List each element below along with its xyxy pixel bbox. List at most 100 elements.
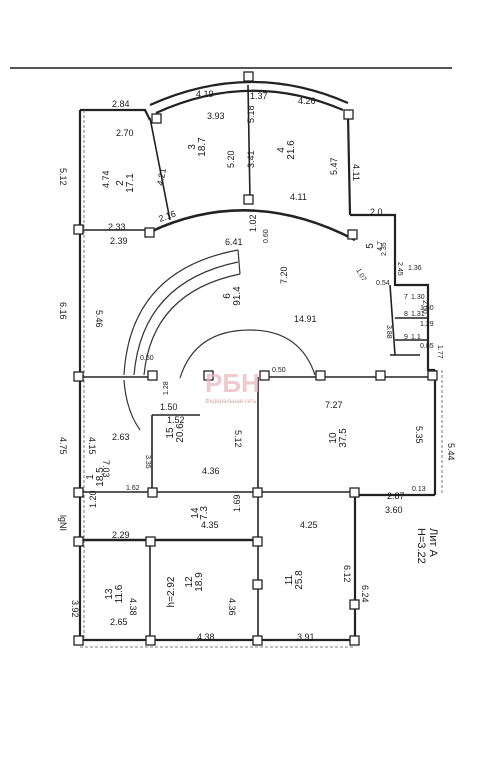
dim-label: 5.47: [329, 157, 339, 175]
room-9-area: 1.1: [411, 334, 421, 341]
dim-label: 4.74: [101, 170, 111, 188]
ceiling-height-label: h=2.92: [166, 576, 177, 607]
columns: [73, 71, 438, 646]
room-14-area: 7.3: [199, 506, 210, 520]
dim-label: 1.77: [436, 345, 443, 359]
dim-label: 6.41: [225, 237, 243, 247]
room-8-number: 8: [404, 311, 408, 318]
dim-label: 1.50: [160, 402, 178, 412]
watermark-subtext: Федеральная сеть: [205, 399, 256, 405]
litera-title: Лит А: [427, 528, 439, 557]
interior-walls: [80, 84, 430, 640]
room-6-area: 91.4: [232, 286, 243, 306]
dim-label: 4.75: [58, 437, 68, 455]
room-4-number: 4: [276, 147, 287, 153]
room-12-number: 12: [184, 576, 195, 588]
dim-label: 0.54: [376, 280, 390, 287]
dim-label: 4.38: [197, 632, 215, 642]
room-2-number: 2: [115, 180, 126, 186]
dim-label: 14.91: [294, 314, 317, 324]
dim-label: 0.60: [263, 229, 270, 243]
dim-label: 4.11: [351, 164, 361, 181]
room-9-number: 9: [404, 334, 408, 341]
dim-label: 5.46: [94, 310, 104, 328]
room-3-number: 3: [187, 144, 198, 150]
dim-label: 2.63: [112, 432, 130, 442]
dim-label: 4.36: [227, 598, 237, 616]
dim-label: 5.12: [58, 168, 68, 186]
dim-label: 5.12: [233, 430, 243, 448]
room-6-number: 6: [222, 293, 233, 299]
dim-label: 0.13: [412, 486, 426, 493]
watermark-logo: РБН Федеральная сеть: [205, 368, 260, 405]
dim-label: 5.18: [246, 105, 256, 123]
room-1-number: 1: [85, 474, 96, 480]
room-5-area: 4.7: [377, 241, 384, 251]
dim-label: 2.35: [381, 242, 388, 256]
dim-label: 2.45: [396, 262, 403, 276]
dim-label: 4.26: [298, 96, 316, 106]
dim-label: 2.29: [112, 530, 130, 540]
dim-label: 2.87: [387, 491, 405, 501]
dim-label: 4.25: [300, 520, 318, 530]
dim-label: 1.62: [126, 485, 140, 492]
dim-label: 7.20: [279, 266, 289, 284]
dim-label: 1.02: [248, 214, 258, 232]
room-13-number: 13: [104, 588, 115, 600]
dim-label: 1.36: [408, 265, 422, 272]
dim-label: 1.28: [163, 381, 170, 395]
room-15-area: 20.6: [175, 423, 186, 443]
dim-label: 1.30: [420, 305, 434, 312]
dim-label: 3.93: [207, 111, 225, 121]
dim-label: 1.20: [88, 490, 98, 508]
room-7-area: 1.30: [411, 294, 425, 301]
room-10-area: 37.5: [338, 428, 349, 448]
room-15-number: 15: [165, 427, 176, 439]
room-2-area: 17.1: [125, 173, 136, 193]
room-3-area: 18.7: [197, 137, 208, 157]
dim-label: 4.35: [201, 520, 219, 530]
window-bands: [80, 110, 443, 648]
side-mark: lgNI: [58, 515, 68, 531]
dim-label: 4.15: [87, 437, 97, 455]
room-5-number: 5: [365, 243, 376, 249]
dim-label: 1.69: [232, 494, 242, 512]
dim-label: 6.12: [342, 565, 352, 583]
dim-label: 3.35: [144, 455, 151, 469]
room-10-number: 10: [328, 432, 339, 444]
dim-label: 4.36: [202, 466, 220, 476]
room-14-number: 14: [190, 507, 201, 519]
room-12-area: 18.9: [194, 572, 205, 592]
watermark-text: РБН: [205, 368, 260, 398]
dim-label: 3.60: [385, 505, 403, 515]
room-7-number: 7: [404, 294, 408, 301]
dim-label: 5.20: [226, 150, 236, 168]
room-8-area: 1.31: [411, 311, 425, 318]
dim-label: 3.92: [70, 600, 80, 618]
dimension-labels: 2.84 4.19 1.37 4.26 2.70 3.93 5.18 3.41 …: [58, 89, 456, 642]
dim-label: 7.03: [101, 460, 111, 478]
room-11-area: 25.8: [294, 570, 305, 590]
dim-label: 0.50: [140, 355, 154, 362]
room-13-area: 11.6: [114, 584, 125, 603]
dim-label: 6.24: [360, 585, 370, 603]
dim-label: 3.91: [297, 632, 315, 642]
dim-label: 2.65: [110, 617, 128, 627]
hall-arcs: [123, 249, 316, 431]
dim-label: 3.41: [246, 150, 256, 168]
dim-label: 7.27: [325, 400, 343, 410]
room-11-number: 11: [284, 574, 295, 585]
dim-label: 4.19: [196, 89, 214, 99]
dim-label: 3.88: [385, 325, 392, 339]
dim-label: 1.07: [354, 268, 367, 283]
dim-label: 2.84: [112, 99, 130, 109]
dim-label: 4.38: [128, 598, 138, 616]
dim-label: 5.44: [446, 443, 456, 461]
dim-label: 2.60: [421, 300, 428, 314]
room-4-area: 21.6: [286, 140, 297, 160]
dim-label: 0.50: [272, 367, 286, 374]
dim-label: 2.70: [116, 128, 134, 138]
dim-label: 2.39: [110, 236, 128, 246]
